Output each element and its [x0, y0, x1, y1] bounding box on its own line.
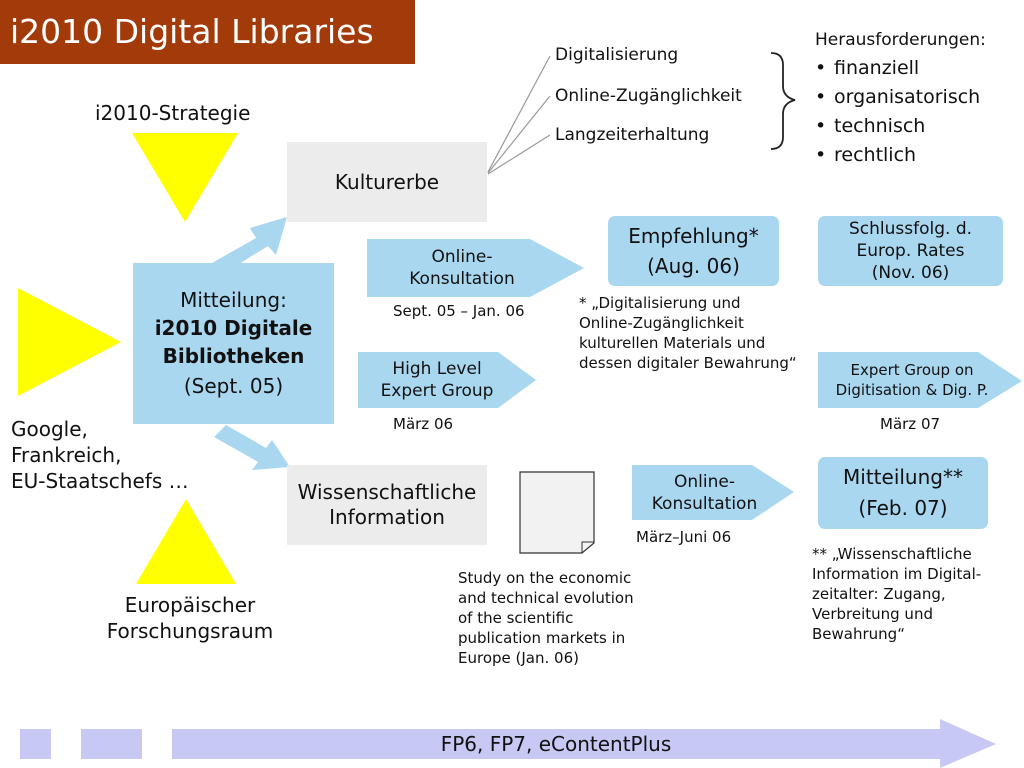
page-title: i2010 Digital Libraries [0, 0, 415, 64]
high-level-date: März 06 [393, 415, 454, 433]
online-konsultation-2: Online-Konsultation [651, 471, 758, 514]
connector-digitalisierung [487, 55, 551, 173]
schlussfolg-box: Schlussfolg. d. Europ. Rates (Nov. 06) [818, 216, 1003, 286]
challenges-heading: Herausforderungen: [815, 30, 986, 50]
connector-langzeit [487, 134, 551, 175]
topic-langzeit: Langzeiterhaltung [555, 125, 710, 145]
online-konsultation-1-date: Sept. 05 – Jan. 06 [393, 302, 525, 320]
expert-group-dig-date: März 07 [880, 415, 941, 433]
challenge-item: technisch [815, 112, 986, 141]
timeline-block-2 [81, 729, 142, 759]
online-konsultation-2-date: März–Juni 06 [636, 528, 732, 546]
timeline-block-1 [20, 729, 51, 759]
mitteilung2-box: Mitteilung** (Feb. 07) [818, 457, 988, 529]
google-label: Google,Frankreich,EU-Staatschefs … [11, 417, 189, 493]
mitteilung-box: Mitteilung: i2010 Digitale Bibliotheken … [133, 263, 334, 424]
research-triangle [136, 499, 236, 584]
funding-label: FP6, FP7, eContentPlus [440, 732, 672, 756]
challenges-block: Herausforderungen: finanziell organisato… [815, 28, 986, 170]
challenge-item: finanziell [815, 54, 986, 83]
strategy-label: i2010-Strategie [95, 101, 251, 125]
arrow-to-kulturerbe [212, 217, 287, 272]
topic-zugaenglichkeit: Online-Zugänglichkeit [555, 86, 742, 106]
arrow-online-konsultation-2 [632, 465, 794, 520]
arrow-high-level [358, 352, 536, 408]
curly-brace [770, 52, 796, 150]
challenge-item: rechtlich [815, 141, 986, 170]
arrow-to-wiss [214, 425, 290, 470]
online-konsultation-1: Online-Konsultation [409, 247, 515, 289]
connector-zugaenglichkeit [487, 95, 551, 174]
document-icon [519, 471, 595, 554]
topic-digitalisierung: Digitalisierung [555, 45, 679, 65]
arrow-online-konsultation-1 [367, 239, 584, 297]
challenge-item: organisatorisch [815, 83, 986, 112]
arrow-expert-group-dig [818, 352, 1022, 408]
google-triangle [18, 288, 121, 396]
empfehlung-box: Empfehlung* (Aug. 06) [608, 216, 779, 286]
strategy-triangle [132, 133, 238, 222]
kulturerbe-box: Kulturerbe [287, 142, 487, 222]
funding-arrow [172, 719, 996, 768]
